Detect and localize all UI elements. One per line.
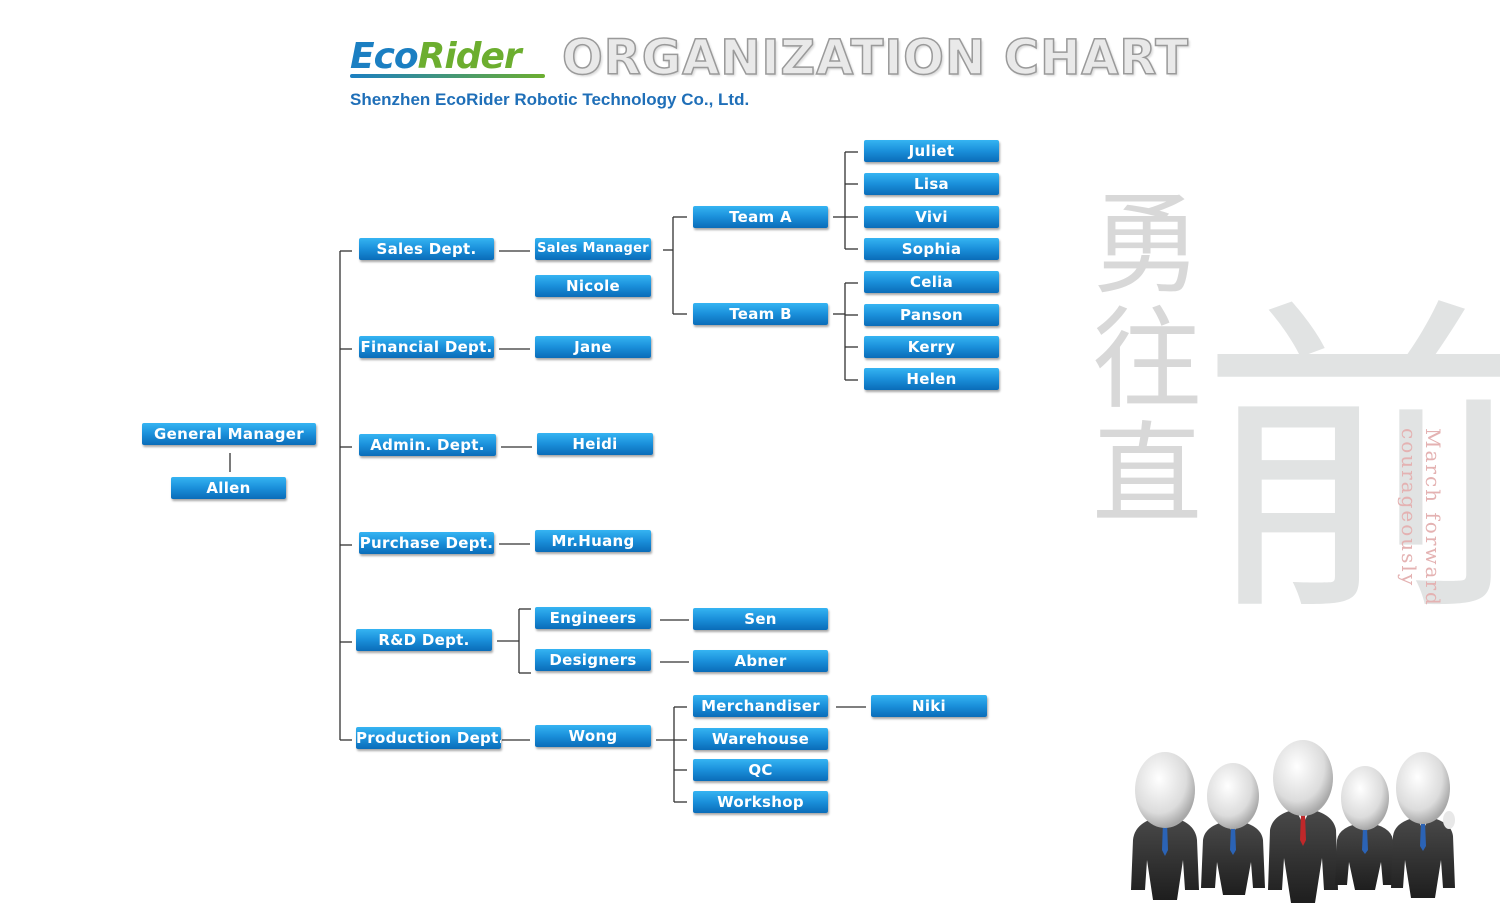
decorative-cjk-large: 前 bbox=[1200, 273, 1500, 657]
box-production-unit: QC bbox=[693, 759, 828, 781]
box-designers: Designers bbox=[535, 649, 651, 671]
figure-4 bbox=[1335, 766, 1395, 890]
box-production-dept: Production Dept. bbox=[356, 727, 501, 749]
decorative-cjk: 往 bbox=[1092, 296, 1202, 424]
box-team-a-member: Vivi bbox=[864, 206, 999, 228]
box-production-unit: Workshop bbox=[693, 791, 828, 813]
box-sales-manager-name: Nicole bbox=[535, 275, 651, 297]
box-team-a-member: Juliet bbox=[864, 140, 999, 162]
box-engineers: Engineers bbox=[535, 607, 651, 629]
box-team-b-member: Panson bbox=[864, 304, 999, 326]
box-production-unit: Warehouse bbox=[693, 728, 828, 750]
box-merchandiser-member: Niki bbox=[871, 695, 987, 717]
box-sales-manager: Sales Manager bbox=[535, 238, 651, 260]
box-sales-dept: Sales Dept. bbox=[359, 238, 494, 260]
box-purchase-dept: Purchase Dept. bbox=[359, 532, 494, 554]
figure-2 bbox=[1201, 763, 1265, 895]
box-admin-dept: Admin. Dept. bbox=[359, 434, 496, 456]
box-team-b-member: Celia bbox=[864, 271, 999, 293]
box-team-a: Team A bbox=[693, 206, 828, 228]
logo-swoosh bbox=[350, 74, 545, 78]
box-designers-member: Abner bbox=[693, 650, 828, 672]
decorative-cjk: 勇 bbox=[1092, 181, 1202, 309]
box-team-a-member: Sophia bbox=[864, 238, 999, 260]
box-team-b: Team B bbox=[693, 303, 828, 325]
company-subtitle: Shenzhen EcoRider Robotic Technology Co.… bbox=[350, 90, 750, 109]
box-purchase-head: Mr.Huang bbox=[535, 530, 651, 552]
box-general-manager: General Manager bbox=[142, 423, 316, 445]
figure-1 bbox=[1131, 752, 1199, 900]
box-team-b-member: Kerry bbox=[864, 336, 999, 358]
figure-5 bbox=[1391, 752, 1455, 898]
box-admin-head: Heidi bbox=[537, 433, 653, 455]
motto-text: March forward courageously bbox=[1397, 428, 1445, 607]
box-engineers-member: Sen bbox=[693, 608, 828, 630]
box-team-a-member: Lisa bbox=[864, 173, 999, 195]
logo-rider-text: Rider bbox=[417, 36, 522, 77]
page-title: ORGANIZATION CHART bbox=[561, 29, 1189, 87]
box-financial-dept: Financial Dept. bbox=[359, 336, 494, 358]
ecorider-logo: EcoRider bbox=[350, 36, 522, 77]
box-rnd-dept: R&D Dept. bbox=[356, 629, 492, 651]
logo-eco-text: Eco bbox=[350, 36, 419, 77]
box-gm-name: Allen bbox=[171, 477, 286, 499]
figure-3 bbox=[1268, 740, 1338, 903]
box-production-unit: Merchandiser bbox=[693, 695, 828, 717]
decorative-cjk: 直 bbox=[1092, 411, 1202, 539]
box-financial-head: Jane bbox=[535, 336, 651, 358]
box-team-b-member: Helen bbox=[864, 368, 999, 390]
business-team-illustration bbox=[1131, 740, 1455, 903]
box-production-head: Wong bbox=[535, 725, 651, 747]
